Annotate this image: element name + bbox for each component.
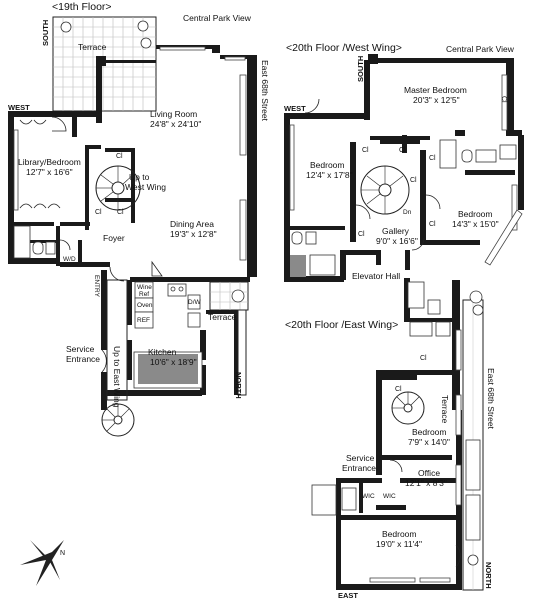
bedroom-east-dims: 14'3" x 15'0" bbox=[452, 219, 499, 229]
doors-20th-west bbox=[304, 98, 441, 251]
dining-area-dims: 19'3" x 12'8" bbox=[170, 229, 217, 239]
bedroom-bottom-label: Bedroom bbox=[382, 529, 417, 539]
wic-label-1: WIC bbox=[362, 493, 375, 500]
bath-19th bbox=[13, 225, 56, 259]
bedroom-west-dims: 12'4" x 17'8" bbox=[306, 170, 353, 180]
library-label: Library/Bedroom bbox=[18, 157, 81, 167]
washer-dryer-label: W/D bbox=[63, 256, 76, 263]
wine-ref-label-1: Wine bbox=[137, 284, 152, 291]
terrace-20th-label: Terrace bbox=[440, 395, 450, 424]
wine-ref-label-2: Ref bbox=[139, 291, 149, 298]
entry-label: ENTRY bbox=[93, 275, 100, 298]
bedroom-bottom-dims: 19'0" x 11'4" bbox=[376, 539, 422, 549]
master-bedroom-dims: 20'3" x 12'5" bbox=[413, 95, 460, 105]
closet-label: Cl bbox=[117, 209, 124, 216]
kitchen-dims: 10'6" x 18'9" bbox=[150, 357, 197, 367]
closet-label: Cl bbox=[500, 96, 507, 103]
oven-label: Oven bbox=[137, 302, 153, 309]
up-east-wing-label: Up to East Wing bbox=[112, 346, 122, 408]
bedroom-west-label: Bedroom bbox=[310, 160, 345, 170]
foyer-label: Foyer bbox=[103, 233, 125, 243]
direction-east-20e: EAST bbox=[338, 591, 358, 600]
windows-20th-west bbox=[289, 74, 523, 266]
direction-west-20w: WEST bbox=[284, 104, 306, 113]
west-bath bbox=[290, 231, 336, 277]
living-room-dims: 24'8" x 24'10" bbox=[150, 119, 201, 129]
spiral-stair-west bbox=[95, 165, 141, 211]
view-label-20th: Central Park View bbox=[446, 44, 515, 54]
closet-label: Cl bbox=[429, 221, 436, 228]
service-entrance-2-label-2: Entrance bbox=[342, 463, 376, 473]
closet-label: Cl bbox=[358, 231, 365, 238]
doors-19th bbox=[51, 116, 163, 373]
walls-19th bbox=[8, 45, 257, 410]
terrace-20th bbox=[462, 290, 484, 591]
terrace-kitchen-label: Terrace bbox=[208, 312, 237, 322]
spiral-stair-gallery bbox=[360, 165, 410, 215]
kitchen-label: Kitchen bbox=[148, 347, 177, 357]
closet-label: Cl bbox=[362, 147, 369, 154]
header-20th-east: <20th Floor /East Wing> bbox=[285, 319, 398, 331]
closet-label: Cl bbox=[399, 147, 406, 154]
walls-20th-west bbox=[284, 54, 524, 282]
view-label-19th: Central Park View bbox=[183, 13, 252, 23]
direction-north-20e: NORTH bbox=[484, 562, 493, 589]
east-baths bbox=[311, 281, 451, 516]
street-label-19th: East 68th Street bbox=[260, 60, 270, 122]
direction-north-19th: NORTH bbox=[234, 372, 243, 399]
bedroom-east-wing-dims: 7'9" x 14'0" bbox=[408, 437, 450, 447]
closet-label: Cl bbox=[420, 355, 427, 362]
terrace-19th-label: Terrace bbox=[78, 42, 107, 52]
windows-20th-east bbox=[369, 329, 462, 583]
up-west-wing-label-1: Up to bbox=[129, 172, 150, 182]
service-stair bbox=[101, 279, 135, 437]
library-dims: 12'7" x 16'6" bbox=[26, 167, 73, 177]
refrigerator-label: REF bbox=[137, 317, 150, 324]
spiral-stair-east bbox=[391, 391, 425, 425]
direction-west-19th: WEST bbox=[8, 103, 30, 112]
closet-label: Cl bbox=[410, 177, 417, 184]
wic-label-2: WIC bbox=[383, 493, 396, 500]
elevator-hall-label: Elevator Hall bbox=[352, 271, 400, 281]
service-entrance-label-2: Entrance bbox=[66, 354, 100, 364]
up-west-wing-label-2: West Wing bbox=[125, 182, 166, 192]
header-20th-west: <20th Floor /West Wing> bbox=[286, 42, 402, 54]
kitchen-appliances bbox=[133, 281, 203, 389]
direction-south-19th: SOUTH bbox=[41, 20, 50, 46]
down-label: Dn bbox=[403, 209, 412, 216]
gallery-label: Gallery bbox=[382, 226, 410, 236]
library-bookcases bbox=[19, 119, 61, 209]
closet-label: Cl bbox=[95, 209, 102, 216]
street-label-20th: East 68th Street bbox=[486, 368, 496, 430]
header-19th-floor: <19th Floor> bbox=[52, 1, 112, 13]
office-dims: 12'1" x 8'3" bbox=[405, 478, 447, 488]
windows-19th bbox=[13, 46, 247, 261]
master-bath bbox=[439, 139, 517, 169]
bedroom-east-wing-label: Bedroom bbox=[412, 427, 447, 437]
closet-label: Cl bbox=[395, 386, 402, 393]
closet-label: Cl bbox=[429, 155, 436, 162]
service-entrance-label-1: Service bbox=[66, 344, 95, 354]
compass-icon bbox=[20, 540, 64, 586]
doors-20th-east bbox=[389, 459, 461, 568]
terrace-kitchen bbox=[206, 281, 249, 396]
closet-label: Cl bbox=[116, 153, 123, 160]
compass-north-label: N bbox=[60, 550, 65, 557]
dishwasher-label: D/W bbox=[188, 299, 202, 306]
service-entrance-2-label-1: Service bbox=[346, 453, 375, 463]
direction-south-20w: SOUTH bbox=[356, 56, 365, 82]
bedroom-east-label: Bedroom bbox=[458, 209, 493, 219]
master-bedroom-label: Master Bedroom bbox=[404, 85, 467, 95]
living-room-label: Living Room bbox=[150, 109, 197, 119]
gallery-dims: 9'0" x 16'6" bbox=[376, 236, 418, 246]
dining-area-label: Dining Area bbox=[170, 219, 214, 229]
office-label: Office bbox=[418, 468, 440, 478]
